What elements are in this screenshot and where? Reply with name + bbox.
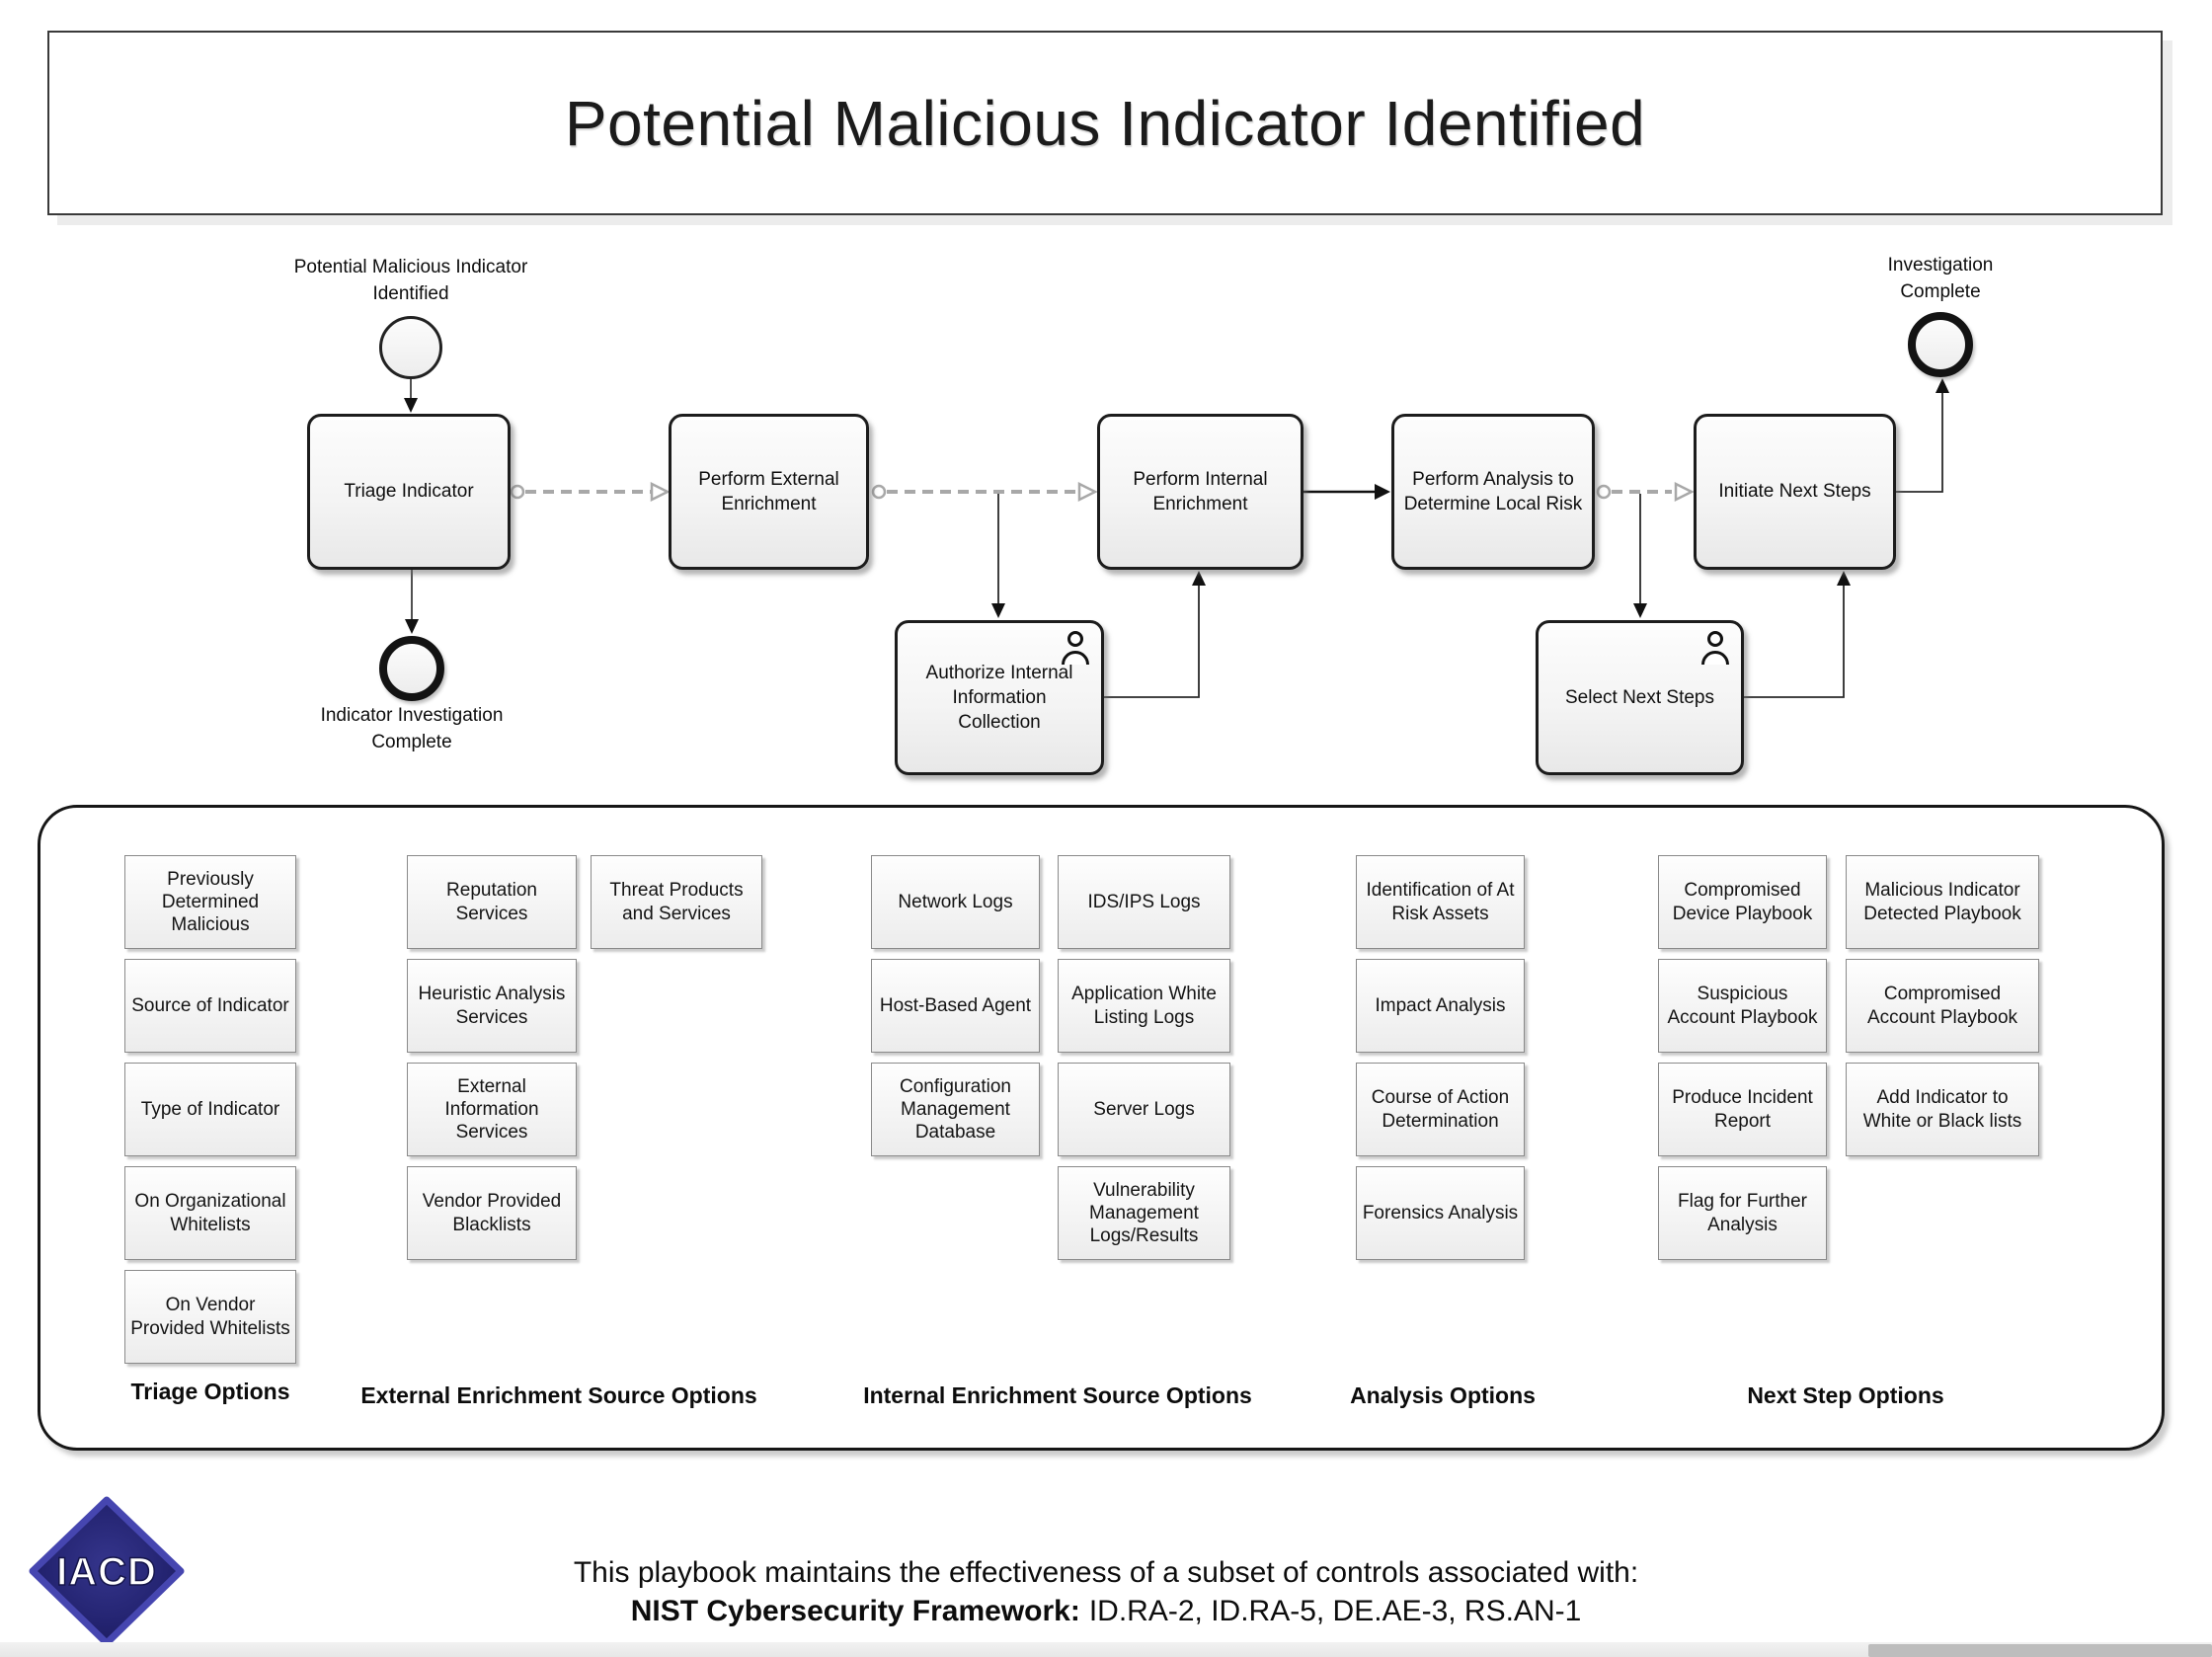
label-line: Potential Malicious Indicator: [293, 257, 528, 277]
option-box: Reputation Services: [407, 855, 577, 949]
connector-branch-to-select: [1633, 494, 1647, 618]
connector-internal-to-analysis: [1304, 484, 1390, 500]
label-line: Identified: [372, 282, 449, 304]
connector-select-to-initiate: [1744, 571, 1851, 698]
label-line: Complete: [1900, 280, 1981, 302]
end-event-triage-circle: [379, 636, 444, 701]
label-line: Determine Local Risk: [1403, 494, 1583, 514]
option-box: Application White Listing Logs: [1058, 959, 1230, 1053]
option-box: Forensics Analysis: [1356, 1166, 1525, 1260]
option-box: Previously Determined Malicious: [124, 855, 296, 949]
option-box: Impact Analysis: [1356, 959, 1525, 1053]
option-box: Suspicious Account Playbook: [1658, 959, 1827, 1053]
group-label-analysis-options: Analysis Options: [1350, 1382, 1536, 1408]
user-task-icon: [1062, 631, 1089, 666]
footer-line-2: NIST Cybersecurity Framework:ID.RA-2, ID…: [415, 1595, 1797, 1628]
external-enrichment-column-2: Threat Products and Services: [591, 855, 762, 949]
label-line: Information: [952, 686, 1047, 708]
option-box: Identification of At Risk Assets: [1356, 855, 1525, 949]
option-box: Compromised Account Playbook: [1846, 959, 2039, 1053]
connector-analysis-to-initiate: [1596, 481, 1695, 503]
task-perform-analysis-local-risk: Perform Analysis to Determine Local Risk: [1391, 414, 1595, 570]
label-line: Perform External: [698, 468, 839, 490]
group-label-next-step-options: Next Step Options: [1747, 1382, 1944, 1408]
option-box: Vulnerability Management Logs/Results: [1058, 1166, 1230, 1260]
page-title: Potential Malicious Indicator Identified: [564, 87, 1646, 159]
label-line: Enrichment: [721, 494, 817, 514]
option-box: On Organizational Whitelists: [124, 1166, 296, 1260]
option-box: Threat Products and Services: [591, 855, 762, 949]
label-line: Investigation: [1887, 255, 1994, 276]
connector-external-to-internal: [871, 481, 1098, 503]
horizontal-scrollbar-track: [0, 1642, 2212, 1657]
connector-triage-to-end: [405, 570, 419, 634]
label-line: Triage Indicator: [344, 481, 474, 503]
option-box: IDS/IPS Logs: [1058, 855, 1230, 949]
option-box: Produce Incident Report: [1658, 1063, 1827, 1156]
option-box: Configuration Management Database: [871, 1063, 1040, 1156]
user-task-icon: [1701, 631, 1729, 666]
option-box: Type of Indicator: [124, 1063, 296, 1156]
horizontal-scrollbar-thumb[interactable]: [1868, 1644, 2212, 1657]
option-box: Course of Action Determination: [1356, 1063, 1525, 1156]
option-box: Vendor Provided Blacklists: [407, 1166, 577, 1260]
label-line: Indicator Investigation: [320, 705, 504, 726]
nist-framework-label: NIST Cybersecurity Framework:: [630, 1595, 1080, 1627]
option-box: Source of Indicator: [124, 959, 296, 1053]
footer-line-1: This playbook maintains the effectivenes…: [415, 1556, 1797, 1590]
group-label-internal-enrichment: Internal Enrichment Source Options: [863, 1382, 1252, 1408]
connector-branch-to-authorize: [991, 494, 1005, 618]
option-box: Heuristic Analysis Services: [407, 959, 577, 1053]
label-line: Perform Internal: [1133, 468, 1268, 490]
label-line: Complete: [371, 731, 452, 752]
connector-authorize-to-internal: [1104, 571, 1206, 698]
option-box: Host-Based Agent: [871, 959, 1040, 1053]
option-box: External Information Services: [407, 1063, 577, 1156]
option-box: Compromised Device Playbook: [1658, 855, 1827, 949]
option-box: On Vendor Provided Whitelists: [124, 1270, 296, 1364]
task-initiate-next-steps: Initiate Next Steps: [1694, 414, 1896, 570]
option-box: Add Indicator to White or Black lists: [1846, 1063, 2039, 1156]
nist-framework-codes: ID.RA-2, ID.RA-5, DE.AE-3, RS.AN-1: [1088, 1595, 1582, 1627]
label-line: Initiate Next Steps: [1718, 481, 1871, 503]
group-label-triage-options: Triage Options: [130, 1379, 290, 1404]
iacd-logo-text: IACD: [56, 1550, 157, 1594]
connector-initiate-to-end: [1896, 378, 1949, 493]
connector-triage-to-external: [510, 481, 671, 503]
label-line: Perform Analysis to: [1412, 468, 1574, 490]
footer-line-1-text: This playbook maintains the effectivenes…: [573, 1556, 1639, 1589]
connector-start-to-triage: [404, 379, 418, 413]
group-label-external-enrichment: External Enrichment Source Options: [360, 1382, 757, 1408]
option-box: Malicious Indicator Detected Playbook: [1846, 855, 2039, 949]
end-event-final-circle: [1908, 312, 1973, 377]
label-line: Authorize Internal: [925, 662, 1073, 683]
label-line: Select Next Steps: [1564, 686, 1715, 708]
label-line: Collection: [958, 712, 1041, 734]
task-triage-indicator: Triage Indicator: [307, 414, 511, 570]
task-select-next-steps: Select Next Steps: [1536, 620, 1744, 775]
option-box: Flag for Further Analysis: [1658, 1166, 1827, 1260]
label-line: Enrichment: [1152, 494, 1248, 514]
option-box: Network Logs: [871, 855, 1040, 949]
start-event-circle: [379, 316, 442, 379]
iacd-logo: IACD: [29, 1496, 185, 1647]
option-box: Server Logs: [1058, 1063, 1230, 1156]
title-box: Potential Malicious Indicator Identified: [47, 31, 2163, 215]
